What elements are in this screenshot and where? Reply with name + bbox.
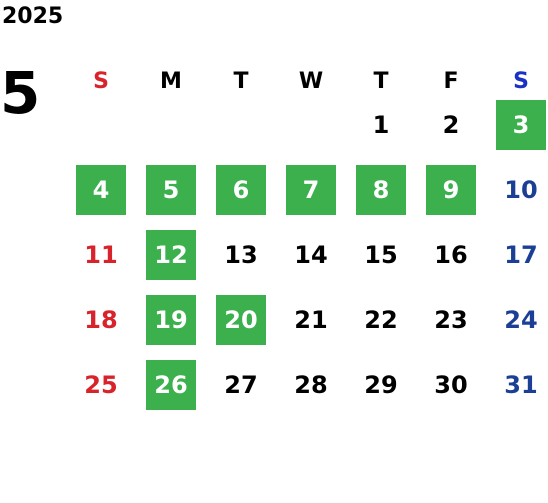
day-cell-highlighted[interactable]: 26 [146,360,196,410]
day-cell[interactable]: 16 [434,241,468,269]
day-cell[interactable] [76,100,126,150]
day-cell-highlighted[interactable]: 12 [146,230,196,280]
day-cell-highlighted[interactable]: 19 [146,295,196,345]
weekday-header-friday: F [443,68,459,94]
day-cell[interactable]: 14 [294,241,328,269]
day-cell[interactable]: 29 [364,371,398,399]
weekday-header-saturday: S [513,68,529,94]
day-cell[interactable]: 13 [224,241,258,269]
day-cell[interactable]: 21 [294,306,328,334]
day-cell[interactable]: 17 [504,241,538,269]
day-cell[interactable]: 18 [84,306,118,334]
day-cell-highlighted[interactable]: 6 [216,165,266,215]
day-cell[interactable]: 22 [364,306,398,334]
month-label: 5 [0,59,41,127]
day-cell[interactable]: 1 [372,111,390,139]
day-cell[interactable]: 27 [224,371,258,399]
weekday-header-tuesday: T [233,68,249,94]
day-cell[interactable]: 23 [434,306,468,334]
day-cell[interactable]: 2 [442,111,460,139]
weekday-header-monday: M [160,68,182,94]
day-cell[interactable] [286,100,336,150]
year-label: 2025 [2,4,64,29]
weekday-header-row: S M T W T F S [68,62,548,100]
day-cell[interactable]: 24 [504,306,538,334]
day-cell-highlighted[interactable]: 4 [76,165,126,215]
week-row-2: 4 5 6 7 8 9 10 [68,165,548,230]
weekday-header-wednesday: W [298,68,324,94]
week-row-3: 11 12 13 14 15 16 17 [68,230,548,295]
day-cell-highlighted[interactable]: 5 [146,165,196,215]
calendar-grid: S M T W T F S 1 2 3 4 5 6 7 8 9 10 11 [68,62,548,425]
day-cell[interactable]: 15 [364,241,398,269]
day-cell[interactable]: 25 [84,371,118,399]
week-row-5: 25 26 27 28 29 30 31 [68,360,548,425]
day-cell-highlighted[interactable]: 3 [496,100,546,150]
day-cell[interactable]: 28 [294,371,328,399]
day-cell-highlighted[interactable]: 8 [356,165,406,215]
day-cell-highlighted[interactable]: 9 [426,165,476,215]
day-cell[interactable] [146,100,196,150]
day-cell[interactable]: 30 [434,371,468,399]
day-cell[interactable]: 31 [504,371,538,399]
day-cell[interactable] [216,100,266,150]
week-row-1: 1 2 3 [68,100,548,165]
day-cell[interactable]: 10 [504,176,538,204]
weekday-header-sunday: S [93,68,109,94]
day-cell-highlighted[interactable]: 20 [216,295,266,345]
week-row-4: 18 19 20 21 22 23 24 [68,295,548,360]
weekday-header-thursday: T [373,68,389,94]
day-cell[interactable]: 11 [84,241,118,269]
day-cell-highlighted[interactable]: 7 [286,165,336,215]
